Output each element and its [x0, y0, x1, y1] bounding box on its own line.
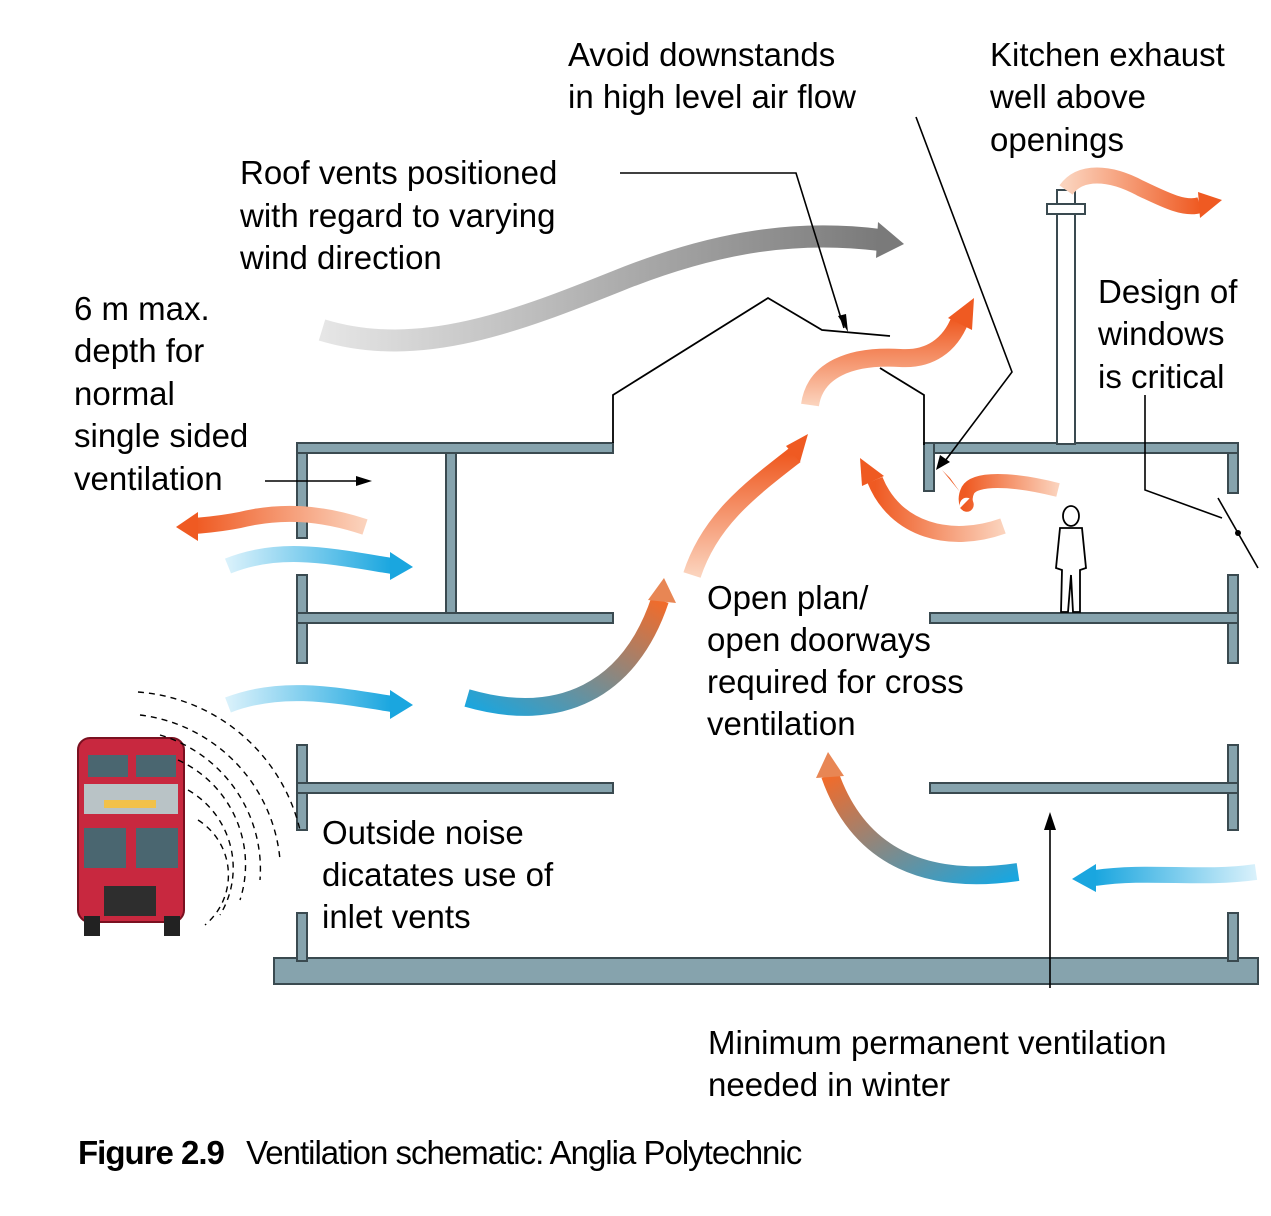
exhaust-cap [1046, 203, 1086, 215]
kitchen-exhaust-stack [1056, 213, 1076, 445]
recirculation-head [860, 458, 884, 486]
downstands-leader [915, 116, 1013, 466]
figure-caption: Figure 2.9 Ventilation schematic: Anglia… [78, 1134, 802, 1171]
kitchen-exhaust-label: Kitchen exhaust well above openings [989, 36, 1234, 158]
cool-in-head-upper [390, 552, 413, 580]
kitchen-plume-arrow [1059, 167, 1203, 215]
winter-label: Minimum permanent ventilation needed in … [708, 1024, 1176, 1103]
roof-vents-leader [620, 172, 845, 329]
cool-in-arrow-inlet [225, 685, 394, 713]
cool-in-arrow-upper [225, 546, 394, 574]
kitchen-plume-head [1198, 192, 1222, 218]
winter-inlet-arrow [1093, 864, 1258, 886]
downstand-arrow [958, 474, 1060, 512]
ground-rise-arrow [821, 771, 1020, 885]
downstands-label: Avoid downstands in high level air flow [568, 36, 856, 115]
stack-rise-arrow [683, 447, 801, 578]
person-figure [1055, 505, 1087, 613]
stack-rise-head [786, 434, 808, 462]
mid-floor-left [296, 782, 614, 794]
first-floor-right [929, 612, 1239, 624]
roof-slab-left [296, 442, 614, 454]
depth-label: 6 m max. depth for normal single sided v… [74, 290, 257, 497]
roof-exhaust-head [948, 298, 974, 330]
first-floor-left [296, 612, 614, 624]
windows-leader [1144, 395, 1223, 519]
wind-arrow [318, 225, 882, 352]
cool-in-head-inlet [390, 690, 413, 719]
cross-flow-head [648, 578, 676, 603]
roof-pitch-left [612, 296, 891, 443]
wind-arrowhead [876, 222, 904, 258]
bus-icon [77, 737, 185, 936]
downstand-head [942, 470, 960, 492]
roof-downstand [923, 442, 935, 492]
right-wall-base [1227, 912, 1239, 962]
winter-inlet-head [1072, 864, 1096, 892]
internal-partition [445, 452, 457, 614]
warm-out-arrow-upper [194, 505, 368, 535]
roof-vents-label: Roof vents positioned with regard to var… [239, 154, 567, 276]
windows-label: Design of windows is critical [1097, 273, 1247, 395]
recirculation-arrow [867, 476, 1006, 542]
airflow-arrows [176, 167, 1258, 892]
mid-floor-right [929, 782, 1239, 794]
cross-flow-arrow [464, 597, 669, 716]
noise-label: Outside noise dicatates use of inlet ven… [322, 814, 562, 935]
roof-pitch-right [879, 367, 925, 445]
roof-exhaust-arrow [801, 316, 969, 407]
left-wall-base [296, 912, 308, 962]
building-structure [273, 189, 1259, 985]
ground-slab [273, 957, 1259, 985]
ground-rise-head [816, 752, 844, 778]
roof-slab-right [923, 442, 1239, 454]
noise-waves [137, 691, 301, 926]
left-wall-upper [296, 442, 308, 539]
open-plan-label: Open plan/ open doorways required for cr… [707, 579, 973, 742]
leader-lines [265, 116, 1259, 988]
warm-out-head-upper [176, 512, 198, 541]
